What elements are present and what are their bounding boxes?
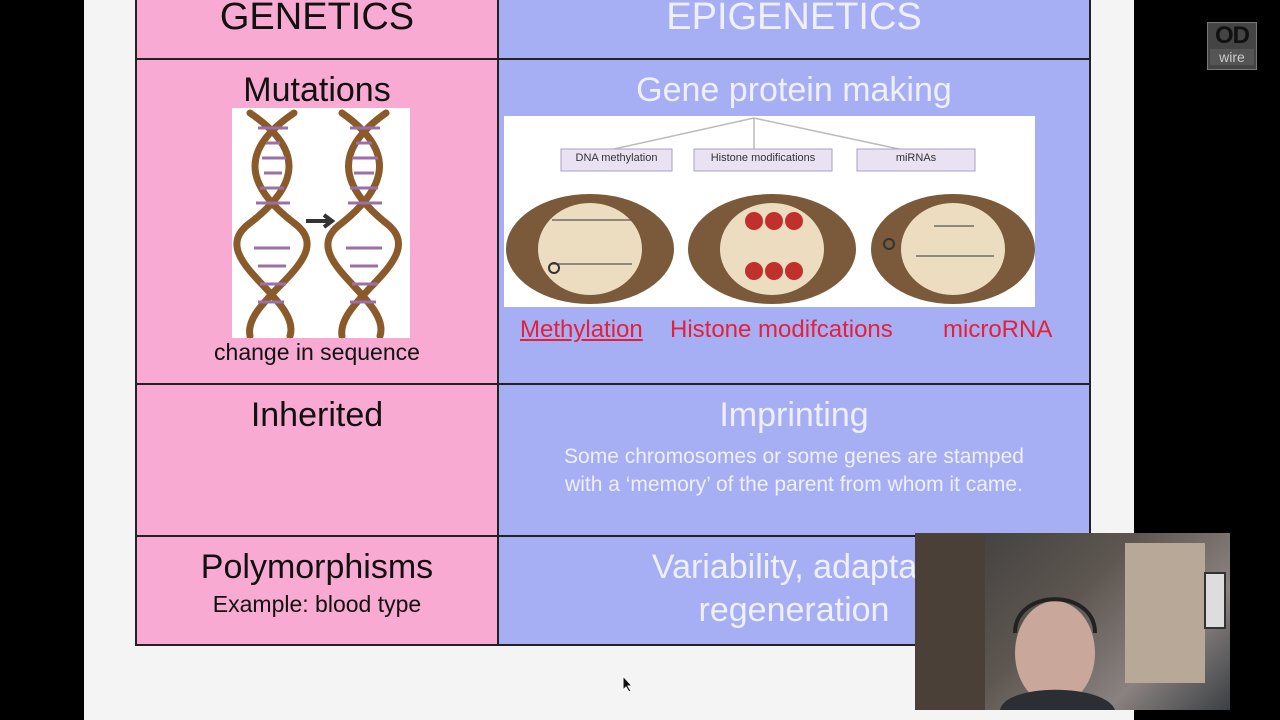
row-divider-2 [136, 383, 1090, 385]
diagram-label-histone: Histone modifications [710, 152, 816, 164]
mutations-caption: change in sequence [214, 339, 420, 365]
logo-od: OD [1215, 22, 1250, 49]
imprinting-line2: with a ‘memory’ of the parent from whom … [565, 473, 1023, 496]
inherited-cell: Inherited [136, 384, 498, 536]
header-genetics: GENETICS [219, 0, 415, 38]
dna-helix-icon [233, 109, 402, 340]
diagram-label-dna-methylation: DNA methylation [575, 152, 658, 164]
epigenetics-diagram [504, 116, 1035, 307]
row-divider-1 [136, 58, 1090, 60]
table-divider [497, 0, 499, 646]
imprinting-cell: Imprinting Some chromosomes or some gene… [498, 384, 1090, 536]
header-epigenetics-cell: EPIGENETICS [498, 0, 1090, 59]
header-genetics-cell: GENETICS [136, 0, 498, 59]
presenter-video [915, 533, 1226, 710]
variability-line2: regeneration [698, 591, 890, 629]
odwire-logo: OD wire [1207, 22, 1257, 70]
polymorphisms-example: Example: blood type [212, 591, 422, 617]
imprinting-line1: Some chromosomes or some genes are stamp… [564, 445, 1024, 468]
diagram-label-mirnas: miRNAs [895, 152, 937, 164]
imprinting-title: Imprinting [719, 396, 869, 434]
epigenetics-diagram-graphic [506, 117, 1035, 304]
webcam-overlay [915, 533, 1230, 710]
polymorphisms-cell: Polymorphisms Example: blood type [136, 536, 498, 645]
inherited-title: Inherited [250, 396, 384, 434]
table-border-right [1089, 0, 1091, 646]
methylation-link[interactable]: Methylation [520, 316, 643, 343]
polymorphisms-title: Polymorphisms [200, 548, 434, 586]
variability-line1: Variability, adaptab [651, 548, 937, 586]
histone-term: Histone modifcations [670, 316, 893, 343]
mutations-title: Mutations [243, 71, 391, 109]
table-border-left [135, 0, 137, 646]
row-divider-3 [136, 535, 1090, 537]
table-border-bottom [136, 644, 1092, 646]
dna-helix-image [232, 108, 410, 340]
logo-wire: wire [1210, 49, 1254, 65]
mouse-cursor-icon [622, 674, 634, 698]
gene-protein-title: Gene protein making [636, 71, 952, 109]
header-epigenetics: EPIGENETICS [666, 0, 922, 38]
microrna-term: microRNA [943, 316, 1053, 343]
